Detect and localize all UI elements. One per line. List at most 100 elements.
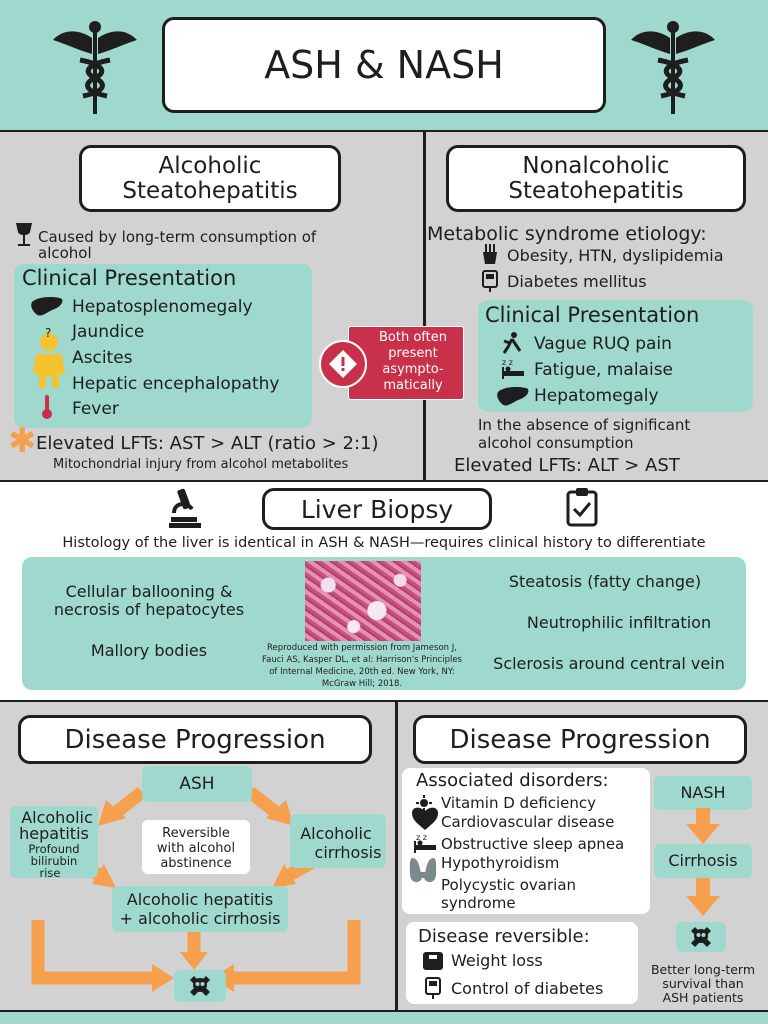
caduceus-icon	[630, 20, 716, 116]
liver-icon	[30, 296, 64, 318]
associated-disorder: Vitamin D deficiency	[441, 794, 597, 812]
ash-progression-title: Disease Progression	[18, 715, 372, 764]
alcoholic-hepatitis-node	[10, 806, 98, 878]
person-icon: ?	[30, 328, 68, 388]
ash-item: Ascites	[72, 348, 133, 368]
badge-line: matically	[383, 378, 443, 393]
associated-disorder: Polycystic ovarian	[441, 876, 577, 894]
associated-disorders-box	[402, 768, 650, 914]
page-title: ASH & NASH	[162, 17, 606, 113]
reversible-box	[142, 820, 250, 874]
combined-label: + alcoholic cirrhosis	[119, 909, 281, 928]
reversible-item: Control of diabetes	[451, 979, 604, 998]
ash-clinical-title: Clinical Presentation	[22, 266, 237, 290]
cirrhosis-node: Cirrhosis	[654, 844, 752, 878]
asterisk-icon: ✱	[8, 421, 37, 461]
ash-node: ASH	[142, 766, 252, 802]
ash-lft-note: Mitochondrial injury from alcohol metabo…	[53, 457, 349, 472]
ash-cause-line2: alcohol	[38, 244, 92, 262]
nash-item: Hepatomegaly	[534, 386, 659, 406]
reversible-title: Disease reversible:	[418, 926, 590, 947]
ash-cause-line1: Caused by long-term consumption of	[38, 228, 317, 246]
alcoholic-hepatitis-label: hepatitis	[19, 824, 89, 843]
heart-icon	[412, 806, 438, 830]
ash-item: Jaundice	[72, 322, 145, 342]
biopsy-left-line: necrosis of hepatocytes	[53, 600, 245, 619]
sleep-apnea-icon: z z	[412, 832, 438, 854]
nash-title-line1: Nonalcoholic	[522, 152, 670, 179]
associated-disorder: Cardiovascular disease	[441, 813, 615, 831]
survival-note: ASH patients	[662, 990, 744, 1005]
thyroid-icon	[408, 856, 438, 886]
nash-etiology-item: Diabetes mellitus	[507, 272, 647, 291]
clipboard-icon	[565, 487, 599, 527]
ash-item: Fever	[72, 399, 119, 419]
nash-title-line2: Steatohepatitis	[508, 177, 684, 204]
associated-disorder: Hypothyroidism	[441, 854, 560, 872]
badge-line: Both often	[379, 330, 447, 345]
reversible-label: with alcohol	[156, 841, 236, 856]
svg-text:?: ?	[45, 328, 51, 340]
biopsy-title-box: Liver Biopsy	[262, 488, 492, 530]
wine-glass-icon	[14, 222, 34, 248]
ash-title-box: Alcoholic Steatohepatitis	[79, 145, 341, 212]
histology-image	[305, 561, 421, 641]
associated-disorder: syndrome	[441, 894, 516, 912]
warning-icon	[319, 340, 367, 388]
bilirubin-note: Profound	[28, 842, 80, 856]
divider	[395, 702, 398, 1010]
combined-node	[112, 886, 288, 932]
image-credit: McGraw Hill; 2018.	[321, 679, 403, 689]
reversible-label: Reversible	[162, 826, 230, 841]
associated-disorder: Obstructive sleep apnea	[441, 835, 625, 853]
divider	[423, 132, 426, 480]
svg-text:z z: z z	[502, 358, 513, 367]
nash-progression-title: Disease Progression	[413, 715, 747, 764]
nash-item: Vague RUQ pain	[534, 334, 672, 354]
biopsy-left-line: Cellular ballooning &	[65, 582, 233, 601]
liver-icon	[496, 386, 530, 408]
alcoholic-hepatitis-label: Alcoholic	[21, 808, 93, 827]
nash-absence-line1: In the absence of significant	[478, 416, 691, 434]
glucose-meter-icon	[425, 977, 441, 999]
microscope-icon	[168, 487, 202, 529]
biopsy-right-item: Sclerosis around central vein	[493, 654, 725, 673]
badge-line: present	[388, 346, 438, 361]
nash-lft: Elevated LFTs: ALT > AST	[454, 455, 680, 476]
survival-note: Better long-term	[650, 962, 756, 977]
sun-icon	[416, 795, 432, 811]
reversible-label: abstinence	[160, 856, 232, 871]
nash-node: NASH	[654, 776, 752, 810]
ash-lft: Elevated LFTs: AST > ALT (ratio > 2:1)	[36, 433, 379, 454]
scale-icon	[422, 951, 444, 971]
reversible-item: Weight loss	[451, 951, 543, 970]
fries-icon	[482, 244, 498, 264]
bilirubin-note: rise	[39, 866, 61, 880]
skull-icon	[689, 925, 713, 949]
nash-etiology-item: Obesity, HTN, dyslipidemia	[507, 246, 724, 265]
alcoholic-cirrhosis-label: cirrhosis	[314, 843, 382, 862]
nash-progression-arrows	[686, 808, 720, 916]
ash-item: Hepatic encephalopathy	[72, 374, 280, 394]
pain-icon	[500, 331, 524, 355]
biopsy-left-line: Mallory bodies	[90, 641, 208, 660]
reversible-box	[406, 922, 638, 1004]
survival-note: survival than	[662, 976, 744, 991]
sleep-icon: z z	[500, 357, 526, 381]
biopsy-subtitle: Histology of the liver is identical in A…	[62, 535, 706, 551]
image-credit: Fauci AS, Kasper DL, et al: Harrison's P…	[262, 655, 462, 665]
svg-text:z z: z z	[416, 833, 427, 842]
nash-clinical-title: Clinical Presentation	[485, 303, 700, 327]
nash-title-box: Nonalcoholic Steatohepatitis	[446, 145, 746, 212]
biopsy-right-item: Neutrophilic infiltration	[526, 613, 712, 632]
caduceus-icon	[52, 20, 138, 116]
nash-absence-line2: alcohol consumption	[478, 434, 634, 452]
biopsy-right-item: Steatosis (fatty change)	[508, 572, 702, 591]
nash-item: Fatigue, malaise	[534, 360, 674, 380]
image-credit: Reproduced with permission from Jameson …	[267, 643, 457, 653]
alcoholic-cirrhosis-node	[290, 814, 386, 868]
bilirubin-note: bilirubin	[30, 854, 78, 868]
ash-title-line1: Alcoholic	[158, 152, 262, 179]
skull-icon	[188, 974, 212, 998]
thermometer-icon	[40, 394, 54, 420]
